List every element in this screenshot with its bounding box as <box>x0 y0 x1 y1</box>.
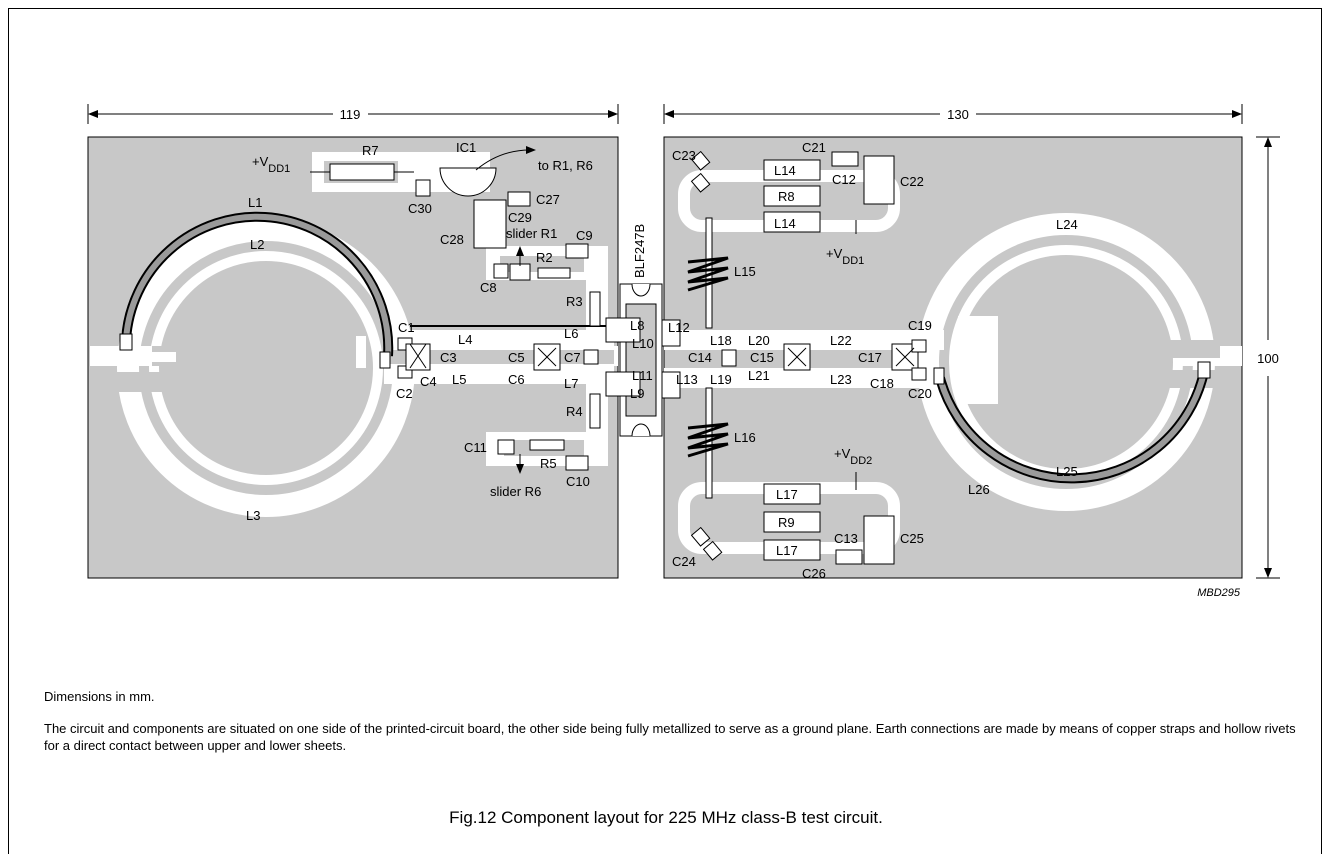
label-c29: C29 <box>508 210 532 225</box>
label-l8: L8 <box>630 318 644 333</box>
label-l16: L16 <box>734 430 756 445</box>
transistor-blf247b <box>605 283 663 437</box>
label-c28: C28 <box>440 232 464 247</box>
label-c15: C15 <box>750 350 774 365</box>
arrow-icon <box>1264 137 1272 147</box>
label-c24: C24 <box>672 554 696 569</box>
label-c21: C21 <box>802 140 826 155</box>
dimension-right <box>663 104 1280 579</box>
label-l4: L4 <box>458 332 472 347</box>
capacitor-marks-right <box>787 347 915 367</box>
label-l25: L25 <box>1056 464 1078 479</box>
arrow-icon <box>516 464 524 474</box>
label-c23: C23 <box>672 148 696 163</box>
label-c19: C19 <box>908 318 932 333</box>
label-c30: C30 <box>408 201 432 216</box>
label-l14-top: L14 <box>774 163 796 178</box>
label-c1: C1 <box>398 320 415 335</box>
right-components <box>661 150 927 565</box>
dimensions-note: Dimensions in mm. <box>44 689 155 704</box>
label-l6: L6 <box>564 326 578 341</box>
label-l17-bottom: L17 <box>776 543 798 558</box>
label-slider-r1: slider R1 <box>506 226 557 241</box>
dim-height-label: 100 <box>1257 351 1279 366</box>
label-l20: L20 <box>748 333 770 348</box>
board-description: The circuit and components are situated … <box>44 721 1296 753</box>
label-c27: C27 <box>536 192 560 207</box>
label-l7: L7 <box>564 376 578 391</box>
label-r7: R7 <box>362 143 379 158</box>
label-to-r1-r6: to R1, R6 <box>538 158 593 173</box>
arrow-icon <box>526 146 536 154</box>
label-l21: L21 <box>748 368 770 383</box>
label-l23: L23 <box>830 372 852 387</box>
label-l9: L9 <box>630 386 644 401</box>
dim-right-label: 130 <box>947 107 969 122</box>
left-components <box>310 149 601 471</box>
label-l11: L11 <box>632 368 653 383</box>
label-r9: R9 <box>778 515 795 530</box>
arrow-icon <box>664 110 674 118</box>
label-l17-top: L17 <box>776 487 798 502</box>
label-c22: C22 <box>900 174 924 189</box>
figure-caption: Fig.12 Component layout for 225 MHz clas… <box>449 808 883 827</box>
label-l3: L3 <box>246 508 260 523</box>
label-c6: C6 <box>508 372 525 387</box>
vdd2-label: +VDD2 <box>834 446 872 467</box>
label-c12: C12 <box>832 172 856 187</box>
label-c2: C2 <box>396 386 413 401</box>
label-c9: C9 <box>576 228 593 243</box>
arrow-icon <box>1232 110 1242 118</box>
label-r2: R2 <box>536 250 553 265</box>
label-c3: C3 <box>440 350 457 365</box>
label-l15: L15 <box>734 264 756 279</box>
label-c13: C13 <box>834 531 858 546</box>
label-c14: C14 <box>688 350 712 365</box>
figure-frame <box>8 8 1322 854</box>
label-c20: C20 <box>908 386 932 401</box>
label-r4: R4 <box>566 404 583 419</box>
vdd1-left-label: +VDD1 <box>252 154 290 175</box>
label-l10: L10 <box>632 336 654 351</box>
label-c4: C4 <box>420 374 437 389</box>
label-c10: C10 <box>566 474 590 489</box>
label-c26: C26 <box>802 566 826 581</box>
label-r8: R8 <box>778 189 795 204</box>
label-l26: L26 <box>968 482 990 497</box>
label-r3: R3 <box>566 294 583 309</box>
label-l2: L2 <box>250 237 264 252</box>
label-c5: C5 <box>508 350 525 365</box>
arrow-icon <box>608 110 618 118</box>
arrow-icon <box>516 246 524 256</box>
label-c17: C17 <box>858 350 882 365</box>
vdd1-right-label: +VDD1 <box>826 246 864 267</box>
label-l19: L19 <box>710 372 732 387</box>
label-ic1: IC1 <box>456 140 476 155</box>
drawing-code: MBD295 <box>1197 587 1241 599</box>
capacitor-marks <box>409 343 557 369</box>
label-c8: C8 <box>480 280 497 295</box>
label-c11: C11 <box>464 440 487 455</box>
label-c18: C18 <box>870 376 894 391</box>
label-slider-r6: slider R6 <box>490 484 541 499</box>
label-l12: L12 <box>668 320 690 335</box>
component-labels: +VDD1 R7 IC1 to R1, R6 C30 C27 C29 slide… <box>246 140 1241 599</box>
label-l14-bottom: L14 <box>774 216 796 231</box>
label-blf247b: BLF247B <box>632 224 647 278</box>
label-l22: L22 <box>830 333 852 348</box>
label-c25: C25 <box>900 531 924 546</box>
label-r5: R5 <box>540 456 557 471</box>
arrow-icon <box>1264 568 1272 578</box>
label-c7: C7 <box>564 350 581 365</box>
label-l24: L24 <box>1056 217 1078 232</box>
label-l13: L13 <box>676 372 698 387</box>
arrow-icon <box>88 110 98 118</box>
label-l1: L1 <box>248 195 262 210</box>
label-l5: L5 <box>452 372 466 387</box>
right-board <box>663 136 1243 579</box>
dim-left-label: 119 <box>340 107 361 122</box>
label-l18: L18 <box>710 333 732 348</box>
